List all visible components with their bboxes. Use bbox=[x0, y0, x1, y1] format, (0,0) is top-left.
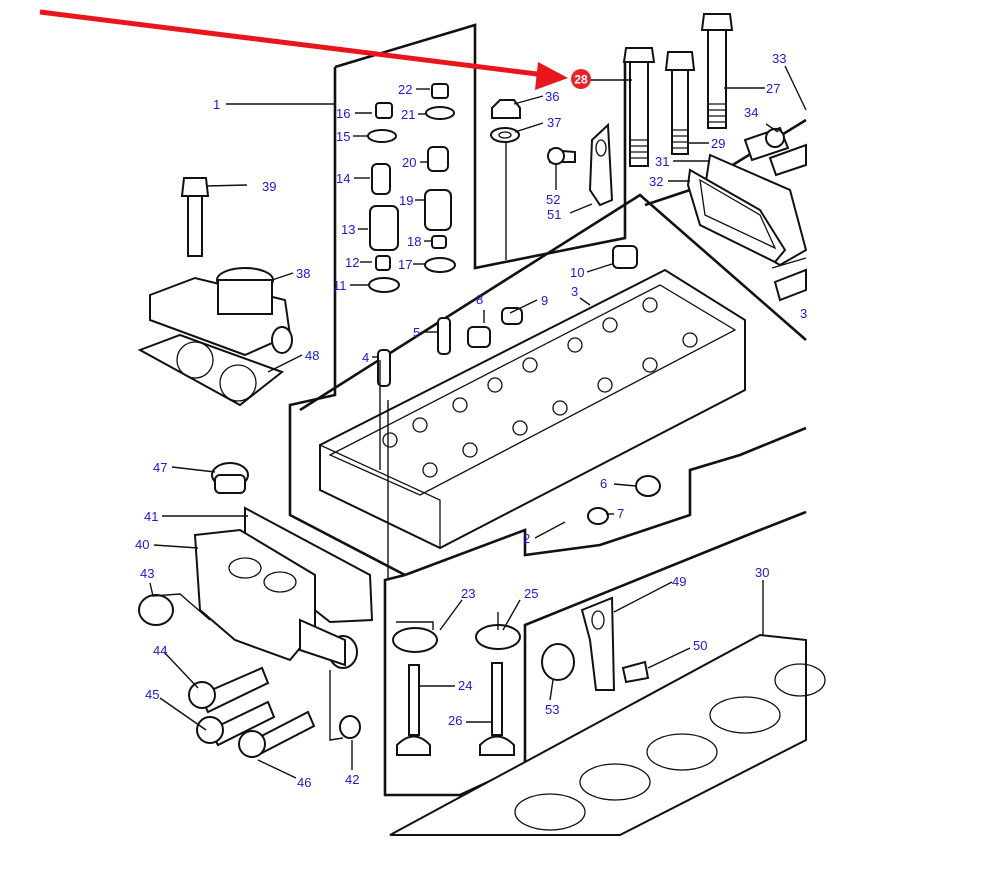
housing-40 bbox=[193, 528, 358, 669]
label-51: 51 bbox=[547, 207, 561, 222]
label-18: 18 bbox=[407, 234, 421, 249]
label-7: 7 bbox=[617, 506, 624, 521]
label-10: 10 bbox=[570, 265, 584, 280]
label-44: 44 bbox=[153, 643, 167, 658]
nut-42 bbox=[339, 715, 361, 739]
highlight-badge-28[interactable]: 28 bbox=[571, 69, 591, 89]
label-20: 20 bbox=[402, 155, 416, 170]
label-25: 25 bbox=[524, 586, 538, 601]
valve-24 bbox=[396, 664, 431, 756]
label-13: 13 bbox=[341, 222, 355, 237]
plug-53 bbox=[541, 643, 575, 681]
highlight-arrow bbox=[39, 9, 568, 90]
label-17: 17 bbox=[398, 257, 412, 272]
bolt-46 bbox=[238, 710, 316, 758]
label-5: 5 bbox=[413, 325, 420, 340]
label-33: 33 bbox=[772, 51, 786, 66]
label-29: 29 bbox=[711, 136, 725, 151]
label-27: 27 bbox=[766, 81, 780, 96]
plug-10 bbox=[612, 245, 638, 269]
bolt-29 bbox=[664, 51, 696, 155]
guide-4 bbox=[377, 349, 391, 387]
bolt-33 bbox=[768, 143, 807, 177]
label-38: 38 bbox=[296, 266, 310, 281]
label-53: 53 bbox=[545, 702, 559, 717]
label-21: 21 bbox=[401, 107, 415, 122]
label-1: 1 bbox=[213, 97, 220, 112]
head-studs bbox=[382, 297, 698, 478]
label-49: 49 bbox=[672, 574, 686, 589]
bolt-50 bbox=[621, 660, 650, 684]
label-28: 28 bbox=[574, 73, 588, 87]
label-32: 32 bbox=[649, 174, 663, 189]
seal-7 bbox=[587, 507, 609, 525]
bracket-51 bbox=[588, 122, 614, 207]
label-42: 42 bbox=[345, 772, 359, 787]
highlight-circle bbox=[571, 69, 591, 89]
label-39: 39 bbox=[262, 179, 276, 194]
label-47: 47 bbox=[153, 460, 167, 475]
label-50: 50 bbox=[693, 638, 707, 653]
label-45: 45 bbox=[145, 687, 159, 702]
cylinder-head-3 bbox=[319, 268, 746, 550]
valve-train-parts bbox=[367, 83, 456, 293]
label-2: 2 bbox=[523, 531, 530, 546]
thermostat-47 bbox=[211, 462, 249, 494]
label-11: 11 bbox=[333, 278, 347, 293]
label-9: 9 bbox=[541, 293, 548, 308]
label-3: 3 bbox=[571, 284, 578, 299]
label-48: 48 bbox=[305, 348, 319, 363]
label-43: 43 bbox=[140, 566, 154, 581]
label-3b: 3 bbox=[800, 306, 807, 321]
bolt-45 bbox=[196, 700, 276, 747]
label-14: 14 bbox=[336, 171, 350, 186]
plug-9 bbox=[501, 307, 523, 325]
bolt-28 bbox=[622, 47, 656, 167]
guide-5 bbox=[437, 317, 451, 355]
valve-seals bbox=[392, 624, 521, 653]
label-16: 16 bbox=[336, 106, 350, 121]
label-12: 12 bbox=[345, 255, 359, 270]
label-26: 26 bbox=[448, 713, 462, 728]
seal-6 bbox=[635, 475, 661, 497]
plug-43 bbox=[138, 594, 174, 626]
label-52: 52 bbox=[546, 192, 560, 207]
label-15: 15 bbox=[336, 129, 350, 144]
label-24: 24 bbox=[458, 678, 472, 693]
plug-8 bbox=[467, 326, 491, 348]
plate-31-32 bbox=[686, 153, 808, 267]
head-gasket-30 bbox=[389, 633, 826, 836]
part-labels: 1 16 15 14 13 12 11 22 21 20 19 18 17 36… bbox=[135, 51, 807, 790]
bolt-39 bbox=[180, 177, 210, 257]
bolt-34 bbox=[743, 126, 790, 162]
label-8: 8 bbox=[476, 292, 483, 307]
label-6: 6 bbox=[600, 476, 607, 491]
label-41: 41 bbox=[144, 509, 158, 524]
gasket-48 bbox=[137, 333, 285, 407]
label-40: 40 bbox=[135, 537, 149, 552]
bolt-52 bbox=[547, 147, 576, 165]
label-36: 36 bbox=[545, 89, 559, 104]
label-22: 22 bbox=[398, 82, 412, 97]
washer-37 bbox=[490, 127, 520, 143]
label-46: 46 bbox=[297, 775, 311, 790]
label-4: 4 bbox=[362, 350, 369, 365]
plug-36 bbox=[491, 99, 521, 119]
label-37: 37 bbox=[547, 115, 561, 130]
bolt-44 bbox=[188, 666, 270, 714]
bolt-3b bbox=[771, 257, 807, 302]
housing-38 bbox=[149, 267, 293, 357]
label-23: 23 bbox=[461, 586, 475, 601]
leader-lines bbox=[149, 65, 807, 779]
label-19: 19 bbox=[399, 193, 413, 208]
label-31: 31 bbox=[655, 154, 669, 169]
label-34: 34 bbox=[744, 105, 758, 120]
label-30: 30 bbox=[755, 565, 769, 580]
bracket-49 bbox=[580, 596, 616, 691]
valve-26 bbox=[479, 662, 515, 756]
bolt-27 bbox=[700, 13, 734, 129]
group-frames bbox=[288, 23, 807, 797]
